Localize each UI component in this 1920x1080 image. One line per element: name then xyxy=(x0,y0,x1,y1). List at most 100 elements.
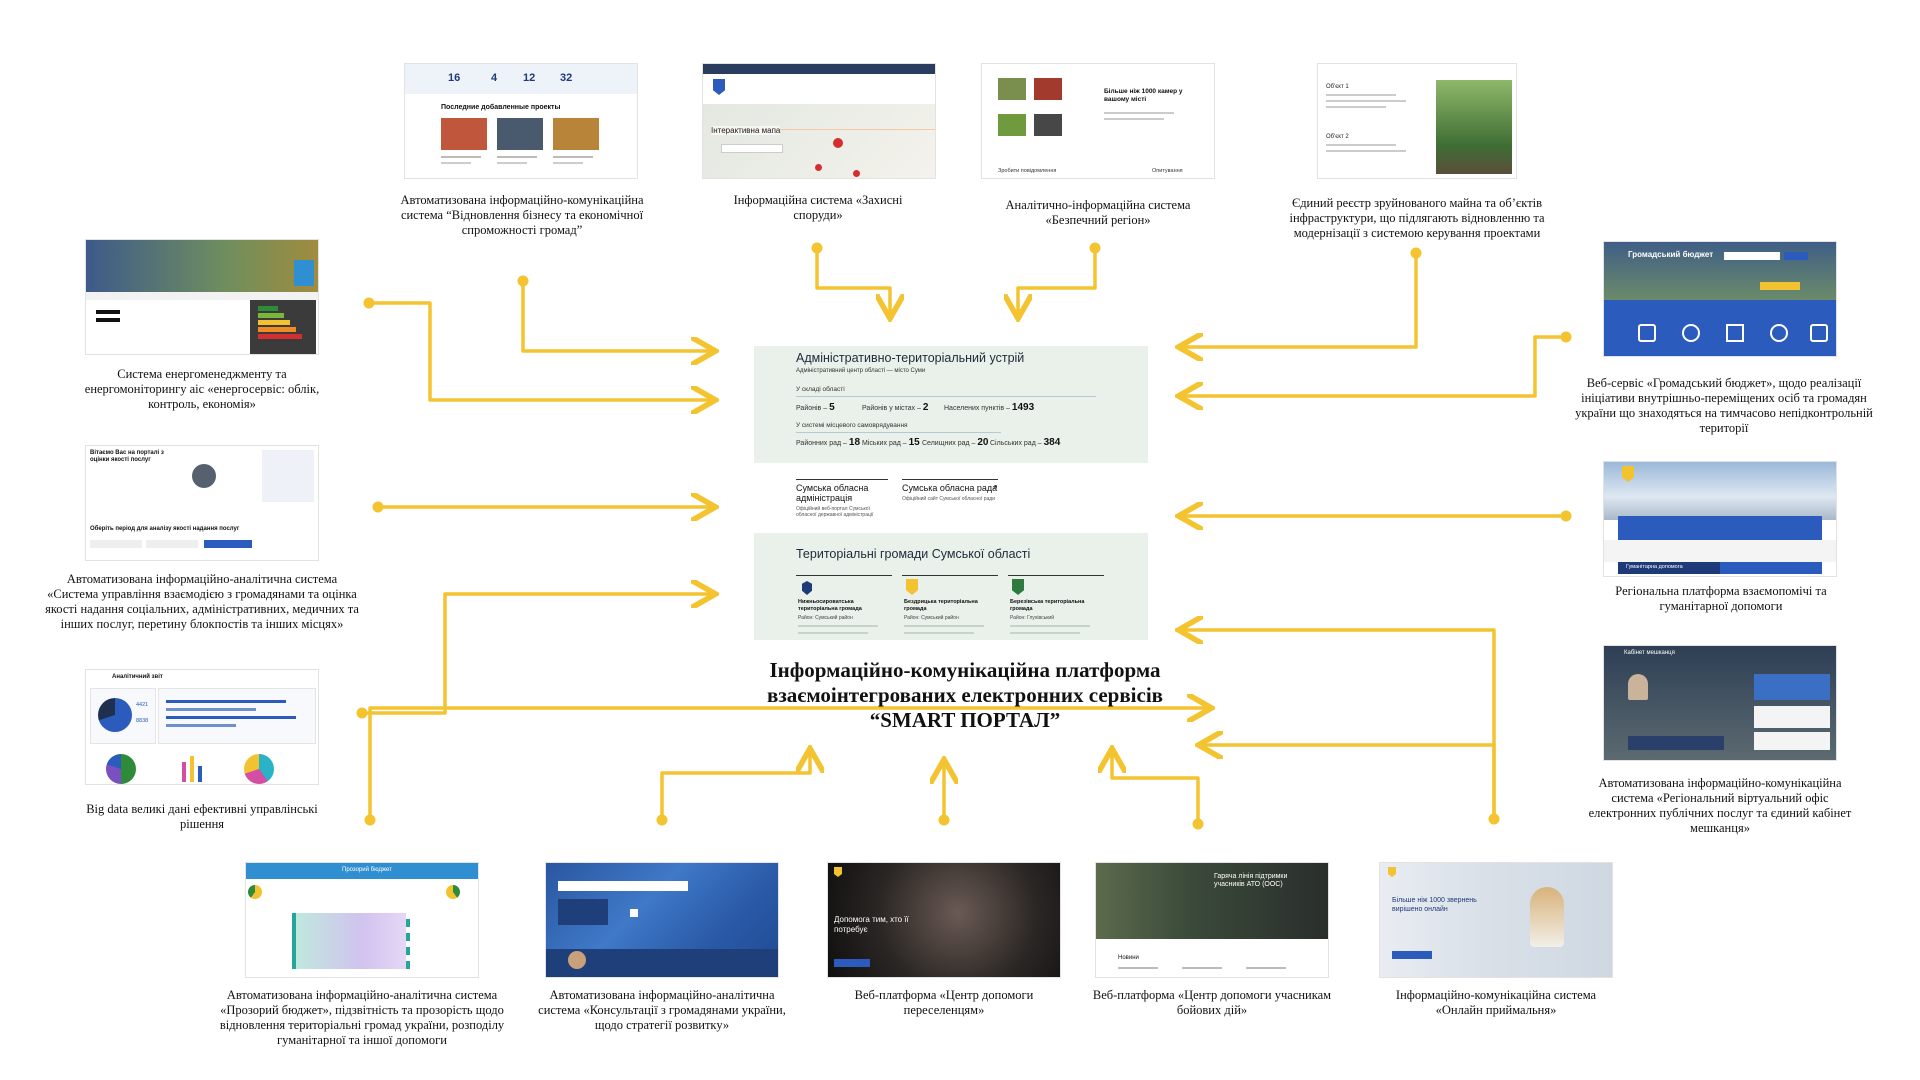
connector-dot xyxy=(364,814,376,826)
thumb-transparent-budget[interactable]: Прозорий бюджет xyxy=(246,863,478,977)
thumb-destroyed-registry[interactable]: Об'єкт 1 Об'єкт 2 xyxy=(1318,64,1516,178)
caption-consult: Автоматизована інформаційно-аналітична с… xyxy=(538,988,786,1032)
connector-dot xyxy=(1410,247,1422,259)
connector-energy xyxy=(367,301,712,400)
connector-reception xyxy=(1202,745,1496,821)
caption-registry: Єдиний реєстр зруйнованого майна та об’є… xyxy=(1289,196,1545,240)
admin-section-1: У складі області xyxy=(796,386,845,393)
connector-bigdata xyxy=(360,594,712,715)
community-emblem-icon xyxy=(906,579,918,595)
connector-registry xyxy=(1182,251,1418,347)
connector-business xyxy=(521,279,712,351)
connector-consult xyxy=(660,752,810,822)
admin-stat-districts: Районів – 5 xyxy=(796,402,835,413)
map-pin-icon xyxy=(853,170,860,177)
connector-dot xyxy=(363,297,375,309)
communities-panel: Територіальні громади Сумської області Н… xyxy=(754,533,1148,640)
caption-budget: Веб-сервіс «Громадський бюджет», щодо ре… xyxy=(1575,376,1873,435)
admin-stat-settlements: Населених пунктів – 1493 xyxy=(944,402,1035,413)
communities-heading: Територіальні громади Сумської області xyxy=(796,547,1031,561)
connector-veterans xyxy=(1112,752,1200,826)
admin-structure-panel: Адміністративно-територіальний устрій Ад… xyxy=(754,346,1148,463)
caption-bigdata: Big data великі дані ефективні управлінс… xyxy=(86,802,318,831)
caption-aid: Регіональна платформа взаємопомічі та гу… xyxy=(1615,584,1827,613)
connector-dot xyxy=(938,814,950,826)
thumb-safe-region[interactable]: Більше ніж 1000 камер у вашому місті Зро… xyxy=(982,64,1214,178)
connector-office xyxy=(1182,630,1496,821)
thumb-bigdata[interactable]: Аналітичний звіт 4421 8838 xyxy=(86,670,318,784)
trident-icon xyxy=(1388,867,1396,877)
pie-chart-icon xyxy=(244,754,274,784)
admin-panel-subheading: Адміністративний центр області — місто С… xyxy=(796,368,926,374)
community-info: Район: Сумський район xyxy=(904,615,959,621)
external-link-icon: ↗ xyxy=(991,483,998,492)
caption-energy: Система енергоменеджменту та енергомоніт… xyxy=(84,367,320,411)
thumb-business-recovery[interactable]: 16 4 12 32 Последние добавленные проекты xyxy=(405,64,637,178)
admin-stat-city-councils: Міських рад – 15 xyxy=(862,437,920,448)
admin-stat-settlement-councils: Селищних рад – 20 xyxy=(922,437,989,448)
connector-dot xyxy=(1488,813,1500,825)
admin-stat-district-councils: Районних рад – 18 xyxy=(796,437,861,448)
link-regional-administration[interactable]: Сумська обласна адміністрація Офіційний … xyxy=(796,479,888,518)
thumb-community-budget[interactable]: Громадський бюджет xyxy=(1604,242,1836,356)
admin-stat-city-districts: Районів у містах – 2 xyxy=(862,402,929,413)
caption-reception: Інформаційно-комунікаційна система «Онла… xyxy=(1395,988,1597,1017)
connector-dot xyxy=(356,707,368,719)
admin-stat-village-councils: Сільських рад – 384 xyxy=(990,437,1061,448)
thumb-energy[interactable] xyxy=(86,240,318,354)
admin-panel-heading: Адміністративно-територіальний устрій xyxy=(796,351,1025,365)
map-pin-icon xyxy=(833,138,843,148)
link-regional-council[interactable]: Сумська обласна рада Офіційний сайт Сумс… xyxy=(902,479,998,502)
connector-dot xyxy=(656,814,668,826)
thumb-consultations[interactable] xyxy=(546,863,778,977)
connector-dot xyxy=(1192,818,1204,830)
pie-chart-icon xyxy=(248,885,262,899)
caption-office: Автоматизована інформаційно-комунікаційн… xyxy=(1588,776,1852,835)
caption-transparent: Автоматизована інформаційно-аналітична с… xyxy=(219,988,505,1047)
caption-veterans: Веб-платформа «Центр допомоги учасникам … xyxy=(1092,988,1332,1017)
trident-icon xyxy=(1622,466,1634,482)
caption-shelters: Інформаційна система «Захисні споруди» xyxy=(733,193,903,222)
thumb-veterans-center[interactable]: Гаряча лінія підтримки учасників АТО (ОО… xyxy=(1096,863,1328,977)
map-pin-icon xyxy=(815,164,822,171)
thumb-shelters[interactable]: Інтерактивна мапа xyxy=(703,64,935,178)
connector-dot xyxy=(811,242,823,254)
thumb-virtual-office[interactable]: Кабінет мешканця xyxy=(1604,646,1836,760)
caption-interaction: Автоматизована інформаційно-аналітична с… xyxy=(45,572,359,631)
coat-of-arms-icon xyxy=(713,79,725,95)
community-info: Район: Сумський район xyxy=(798,615,853,621)
pie-chart-icon xyxy=(106,754,136,784)
avatar xyxy=(568,951,586,969)
community-emblem-icon xyxy=(802,581,812,595)
community-name[interactable]: Нижньосироватська територіальна громада xyxy=(798,599,862,612)
connector-dot xyxy=(1560,510,1572,522)
caption-safe-region: Аналітично-інформаційна система «Безпечн… xyxy=(1005,198,1191,227)
thumb-idp-center[interactable]: Допомога тим, хто її потребує xyxy=(828,863,1060,977)
connector-budget xyxy=(1182,335,1568,396)
pie-chart-icon xyxy=(446,885,460,899)
community-info: Район: Глухівський xyxy=(1010,615,1054,621)
pie-chart-icon xyxy=(98,698,132,732)
connector-dot xyxy=(1089,242,1101,254)
service-icon xyxy=(1682,324,1700,342)
community-name[interactable]: Березівська територіальна громада xyxy=(1010,599,1085,612)
avatar xyxy=(1628,674,1648,700)
thumb-interaction[interactable]: Вітаємо Вас на порталі з оцінки якості п… xyxy=(86,446,318,560)
connector-dot xyxy=(517,275,529,287)
platform-title: Інформаційно-комунікаційна платформа вза… xyxy=(766,658,1163,732)
thumb-humanitarian-aid[interactable]: Гуманітарна допомога xyxy=(1604,462,1836,576)
connector-safe-region xyxy=(1018,246,1097,315)
community-emblem-icon xyxy=(1012,579,1024,595)
trident-icon xyxy=(834,867,842,877)
avatar xyxy=(192,464,216,488)
admin-section-2: У системі місцевого самоврядування xyxy=(796,422,908,429)
service-icon xyxy=(1770,324,1788,342)
avatar xyxy=(1530,887,1564,947)
service-icon xyxy=(1638,324,1656,342)
community-name[interactable]: Бездрицька територіальна громада xyxy=(904,599,978,612)
connector-shelters xyxy=(815,246,890,315)
caption-idp: Веб-платформа «Центр допомоги переселенц… xyxy=(854,988,1034,1017)
caption-business: Автоматизована інформаційно-комунікаційн… xyxy=(400,193,644,237)
connector-dot xyxy=(1560,331,1572,343)
thumb-online-reception[interactable]: Більше ніж 1000 звернень вирішено онлайн xyxy=(1380,863,1612,977)
